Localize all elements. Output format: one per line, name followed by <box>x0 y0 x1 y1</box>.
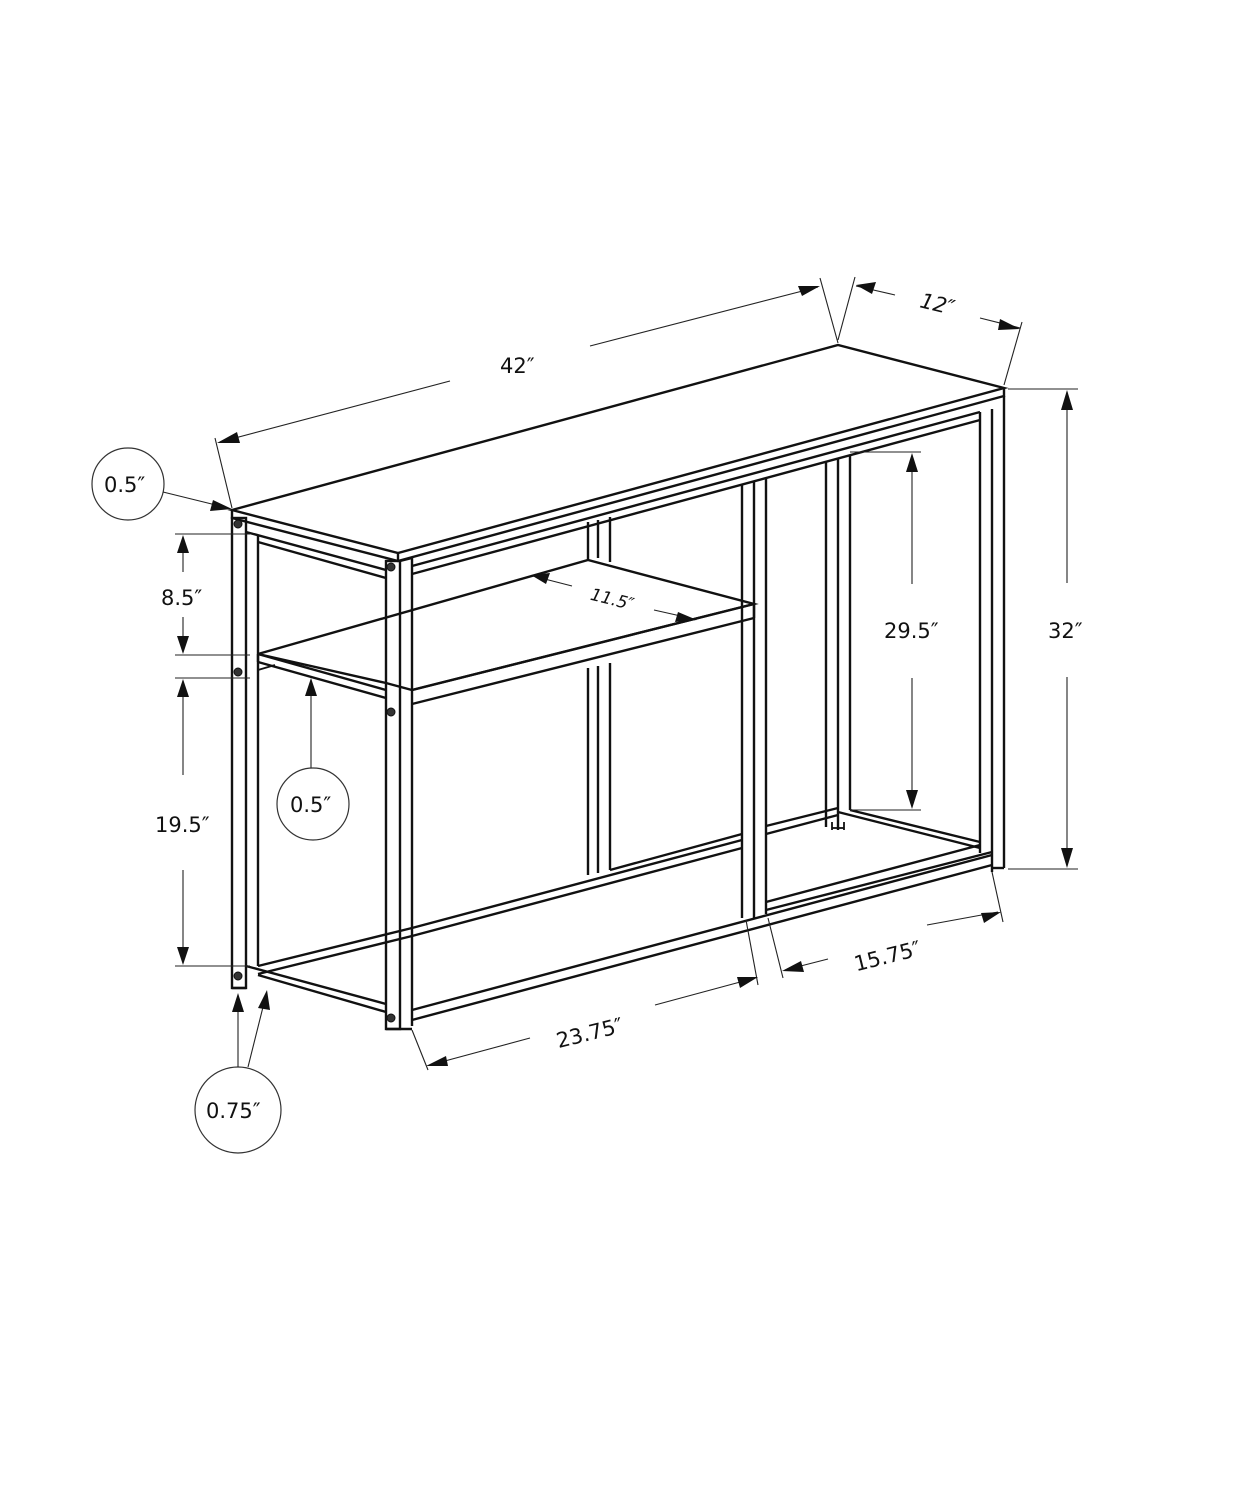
arrow-up-icon <box>305 678 317 696</box>
label-left-section-width: 23.75″ <box>554 1013 626 1053</box>
bottom-rails <box>245 806 993 1022</box>
bolts <box>233 519 396 1023</box>
dimension-right-section-width: 15.75″ <box>767 871 1004 979</box>
label-width: 42″ <box>500 354 535 378</box>
dimensions: 42″ 12″ 32″ <box>91 276 1083 1154</box>
label-shelf-clearance-bottom: 19.5″ <box>155 813 210 837</box>
divider-post-front <box>740 478 768 918</box>
side-rail-top-left <box>245 530 387 580</box>
bolt-icon <box>233 519 243 529</box>
leg-front-middle <box>384 556 414 1031</box>
dimension-shelf-clearance-bottom: 19.5″ <box>155 677 250 967</box>
arrow-right-icon <box>998 319 1020 330</box>
leg-feet <box>232 986 412 1031</box>
arrow-up-icon <box>177 679 189 697</box>
bolt-icon <box>386 562 396 572</box>
bolt-icon <box>386 1013 396 1023</box>
dimension-shelf-clearance-top: 8.5″ <box>161 533 250 656</box>
label-shelf-depth: 11.5″ <box>588 585 636 615</box>
label-right-section-width: 15.75″ <box>852 936 924 976</box>
bolt-icon <box>386 707 396 717</box>
label-height: 32″ <box>1048 619 1083 643</box>
label-open-section-height: 29.5″ <box>884 619 939 643</box>
callout-top-thickness: 0.5″ <box>91 447 232 521</box>
arrow-right-icon <box>737 977 758 988</box>
arrow-left-icon <box>782 961 804 972</box>
arrow-right-icon <box>675 612 697 622</box>
arrow-left-icon <box>217 432 240 443</box>
arrow-right-icon <box>981 912 1001 923</box>
dimension-open-section-height: 29.5″ <box>850 451 939 811</box>
label-top-thickness: 0.5″ <box>104 473 145 497</box>
callout-leg-thickness: 0.75″ <box>194 990 282 1154</box>
label-leg-thickness: 0.75″ <box>206 1099 261 1123</box>
divider-post-back <box>824 455 852 830</box>
leg-front-left <box>230 516 260 990</box>
arrow-down-icon <box>177 947 189 965</box>
label-shelf-clearance-top: 8.5″ <box>161 586 202 610</box>
arrow-left-icon <box>856 282 876 294</box>
arrow-up-icon <box>258 990 270 1010</box>
tabletop <box>227 343 1009 563</box>
arrow-right-icon <box>210 500 232 511</box>
middle-shelf <box>256 558 759 706</box>
dimension-width: 42″ <box>214 277 839 509</box>
arrow-left-icon <box>426 1056 448 1066</box>
dimension-height: 32″ <box>1008 388 1083 870</box>
leg-right <box>978 396 1006 872</box>
arrow-down-icon <box>1061 848 1073 868</box>
label-depth: 12″ <box>918 289 957 321</box>
callout-shelf-thickness: 0.5″ <box>276 678 350 841</box>
back-post-left <box>586 517 612 875</box>
arrow-down-icon <box>177 636 189 654</box>
dimension-shelf-depth: 11.5″ <box>531 573 697 622</box>
bolt-icon <box>233 971 243 981</box>
arrow-right-icon <box>798 286 820 296</box>
arrow-up-icon <box>1061 390 1073 410</box>
arrow-left-icon <box>531 573 550 584</box>
label-shelf-thickness: 0.5″ <box>290 793 331 817</box>
arrow-up-icon <box>177 535 189 553</box>
table-drawing <box>227 343 1009 1031</box>
back-rail-top <box>411 410 981 576</box>
arrow-up-icon <box>906 453 918 472</box>
arrow-up-icon <box>232 993 244 1012</box>
arrow-down-icon <box>906 790 918 809</box>
bolt-icon <box>233 667 243 677</box>
